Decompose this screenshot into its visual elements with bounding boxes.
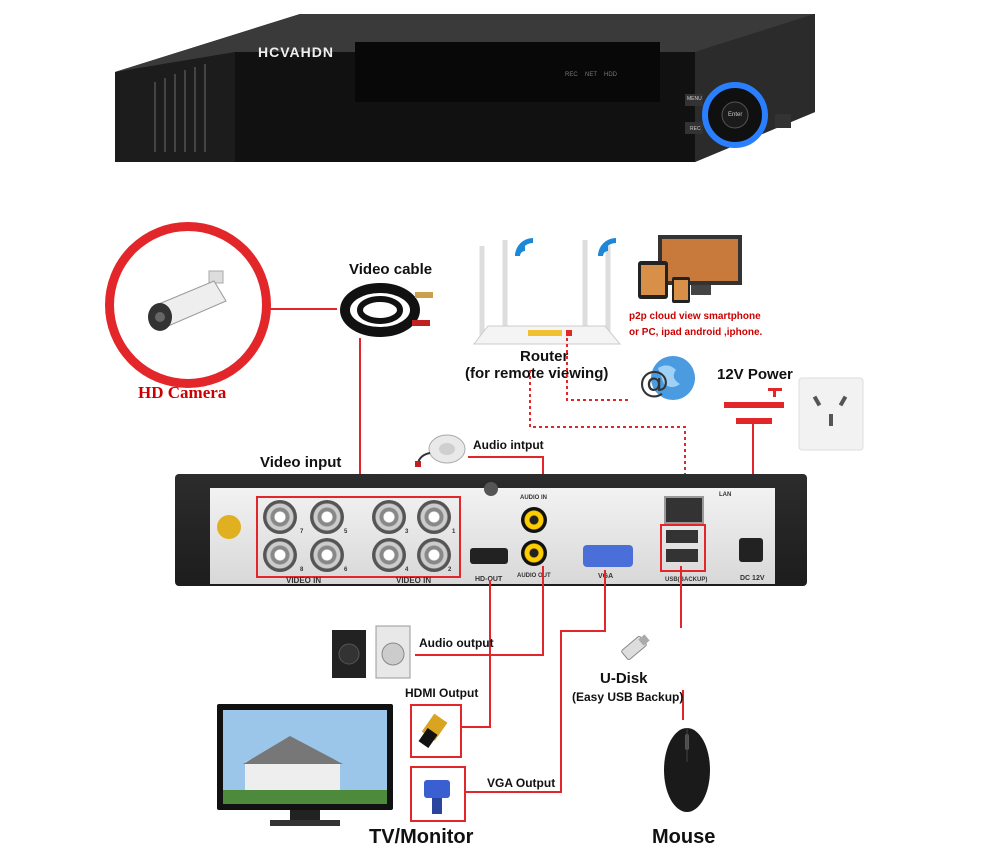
video-in-port bbox=[372, 500, 406, 534]
video-input-highlight bbox=[256, 496, 461, 578]
camera-to-cable-line bbox=[262, 308, 337, 310]
dvr-indicator-rec: REC bbox=[565, 72, 578, 78]
video-in-label-2: VIDEO IN bbox=[396, 576, 432, 585]
hdmi-cable-icon bbox=[418, 713, 448, 748]
dvr-button-menu: MENU bbox=[687, 96, 702, 102]
channel-number: 8 bbox=[300, 567, 304, 573]
audio-in-port bbox=[521, 507, 547, 533]
p2p-text-line1: p2p cloud view smartphone bbox=[629, 311, 761, 322]
audio-output-line-h bbox=[415, 654, 544, 656]
front-vent bbox=[154, 64, 206, 152]
dc-label: DC 12V bbox=[740, 575, 765, 582]
screw-icon bbox=[484, 482, 498, 496]
udisk-icon bbox=[621, 634, 650, 660]
video-in-port bbox=[263, 538, 297, 572]
channel-number: 2 bbox=[448, 567, 452, 573]
video-cable-icon bbox=[340, 283, 433, 337]
channel-number: 1 bbox=[452, 529, 456, 535]
power-label: 12V Power bbox=[717, 366, 793, 383]
lan-label: LAN bbox=[719, 492, 732, 498]
channel-number: 7 bbox=[300, 529, 304, 535]
channel-number: 4 bbox=[405, 567, 409, 573]
dvr-button-enter: Enter bbox=[728, 112, 743, 118]
p2p-text-line2: or PC, ipad android ,iphone. bbox=[629, 327, 763, 338]
channel-number: 3 bbox=[405, 529, 409, 535]
router-label: Router bbox=[520, 348, 569, 365]
hdmi-output-label: HDMI Output bbox=[405, 686, 479, 700]
video-cable-label: Video cable bbox=[349, 261, 433, 278]
tv-monitor-icon bbox=[217, 704, 393, 826]
dvr-front-illustration bbox=[115, 14, 815, 162]
lan-port bbox=[664, 496, 704, 524]
channel-number: 6 bbox=[344, 567, 348, 573]
channel-number: 5 bbox=[344, 529, 348, 535]
tv-monitor-label: TV/Monitor bbox=[369, 826, 474, 848]
audio-out-port bbox=[521, 540, 547, 566]
video-in-port bbox=[310, 538, 344, 572]
dc-power-port bbox=[739, 538, 763, 562]
network-dashed-line bbox=[529, 332, 686, 495]
wall-outlet-icon bbox=[798, 377, 864, 451]
usb-port bbox=[666, 549, 698, 562]
mouse-label: Mouse bbox=[652, 826, 716, 848]
internet-globe-icon: @ bbox=[639, 356, 695, 400]
vga-line-v2 bbox=[560, 630, 562, 793]
dvr-indicator-hdd: HDD bbox=[604, 72, 617, 78]
video-in-port bbox=[417, 500, 451, 534]
vga-cable-icon bbox=[424, 780, 450, 814]
vga-line-h1 bbox=[560, 630, 606, 632]
usb-port bbox=[666, 530, 698, 543]
vga-port bbox=[583, 545, 633, 567]
audio-input-line-h bbox=[468, 456, 544, 458]
wifi-signal-icon bbox=[515, 238, 616, 256]
dvr-button-rec: REC bbox=[690, 126, 701, 132]
vga-output-label: VGA Output bbox=[487, 776, 556, 790]
udisk-label: U-Disk bbox=[600, 670, 648, 687]
svg-text:@: @ bbox=[639, 365, 669, 400]
video-in-port bbox=[263, 500, 297, 534]
udisk-sublabel: (Easy USB Backup) bbox=[572, 690, 684, 704]
video-in-port bbox=[372, 538, 406, 572]
video-in-port bbox=[417, 538, 451, 572]
audio-output-line-v bbox=[542, 566, 544, 656]
hdmi-port bbox=[470, 548, 508, 564]
usb-line-v bbox=[680, 566, 682, 628]
audio-out-label: AUDIO OUT bbox=[517, 573, 551, 579]
dvr-brand: HCVAHDN bbox=[258, 44, 334, 60]
hdmi-output-box bbox=[410, 704, 462, 758]
hd-camera-label: HD Camera bbox=[138, 383, 227, 402]
router-icon bbox=[472, 238, 622, 345]
audio-input-label: Audio intput bbox=[473, 438, 544, 452]
hd-out-label: HD-OUT bbox=[475, 576, 502, 583]
hdmi-output-line-v bbox=[489, 580, 491, 728]
vga-output-box bbox=[410, 766, 466, 822]
mouse-icon bbox=[664, 728, 710, 812]
devices-icon bbox=[638, 235, 742, 303]
cable-to-video-input-line bbox=[359, 338, 361, 498]
vga-line-h2 bbox=[466, 791, 562, 793]
qc-sticker bbox=[217, 515, 241, 539]
usb-label: USB(BACKUP) bbox=[665, 577, 708, 583]
router-sublabel: (for remote viewing) bbox=[465, 365, 609, 382]
speakers-icon bbox=[332, 625, 411, 679]
power-symbol-icon bbox=[724, 388, 784, 424]
video-in-label-1: VIDEO IN bbox=[286, 576, 322, 585]
mouse-line-v bbox=[682, 690, 684, 720]
usb-highlight bbox=[660, 524, 706, 572]
dvr-indicator-net: NET bbox=[585, 72, 597, 78]
camera-icon bbox=[148, 270, 227, 331]
hdmi-output-line-h bbox=[462, 726, 491, 728]
audio-in-label: AUDIO IN bbox=[520, 495, 547, 501]
video-input-label: Video input bbox=[260, 454, 342, 471]
video-in-port bbox=[310, 500, 344, 534]
hd-camera-circle bbox=[105, 222, 271, 388]
vga-line-v1 bbox=[604, 570, 606, 632]
audio-output-label: Audio output bbox=[419, 636, 494, 650]
microphone-icon bbox=[415, 434, 466, 467]
